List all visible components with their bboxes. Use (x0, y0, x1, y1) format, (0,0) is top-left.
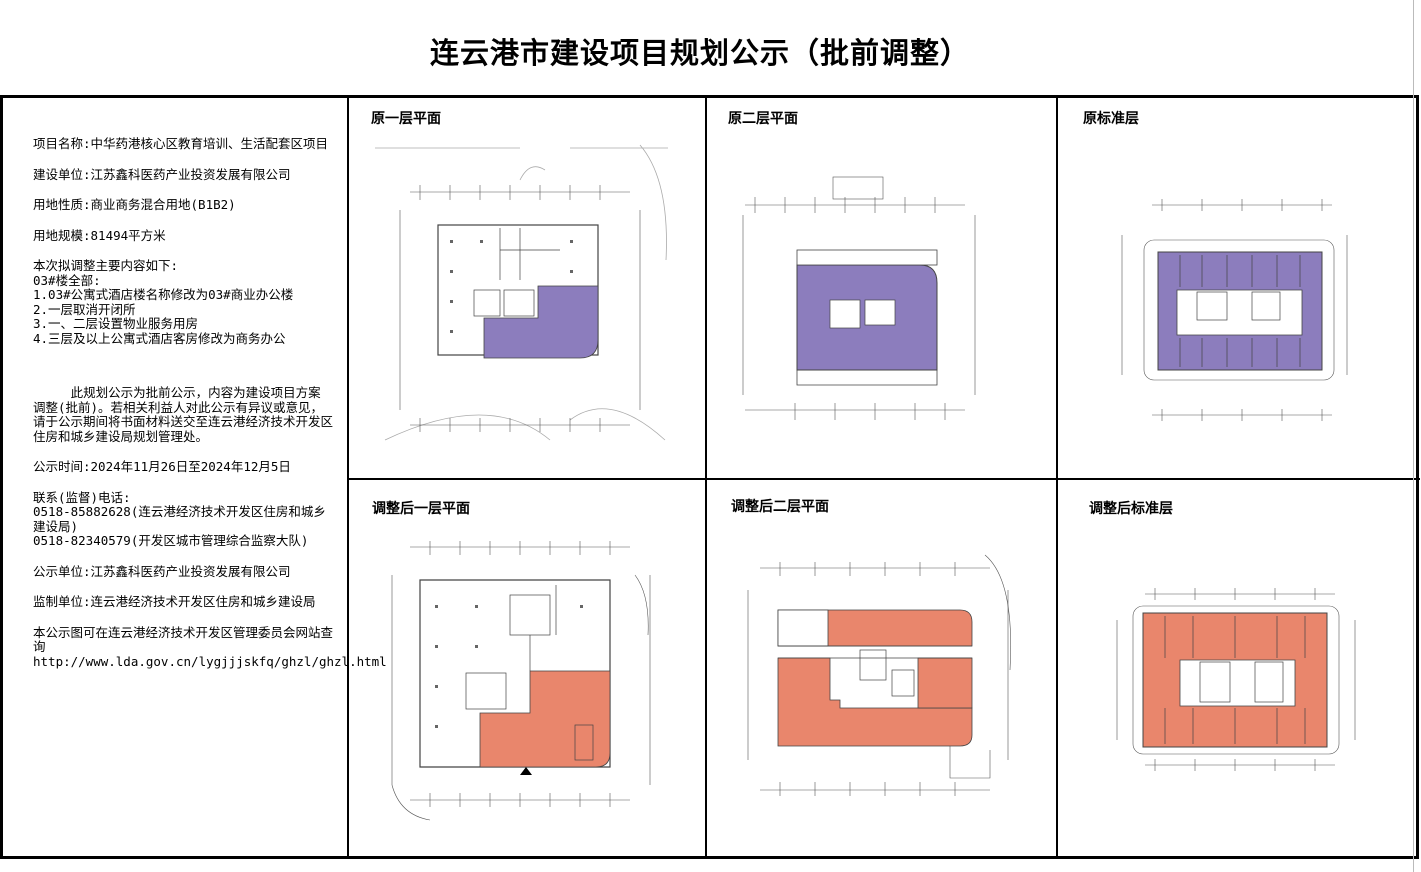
floor-plan-original-standard (1121, 199, 1348, 421)
page-title: 连云港市建设项目规划公示（批前调整） (429, 36, 970, 70)
land-use: 用地性质:商业商务混合用地(B1B2) (33, 197, 236, 212)
floor-plan-adjusted-floor2 (747, 554, 1011, 796)
project-name: 项目名称:中华药港核心区教育培训、生活配套区项目 (33, 136, 329, 151)
url: http://www.lda.gov.cn/lygjjjskfq/ghzl/gh… (33, 653, 387, 669)
builder: 建设单位:江苏鑫科医药产业投资发展有限公司 (33, 166, 291, 182)
panel-title-original-floor2: 原二层平面 (728, 111, 798, 127)
change-item: 3.一、二层设置物业服务用房 (33, 316, 199, 331)
website-note: 本公示图可在连云港经济技术开发区管理委员会网站查询 (33, 624, 334, 654)
divider (348, 478, 707, 480)
panel-title-original-standard: 原标准层 (1083, 111, 1139, 127)
phone: 0518-85882628(连云港经济技术开发区住房和城乡建设局) (33, 504, 326, 534)
change-item: 4.三层及以上公寓式酒店客房修改为商务办公 (33, 330, 286, 346)
changes-building: 03#楼全部: (33, 272, 101, 288)
panel-title-original-floor1: 原一层平面 (371, 111, 441, 127)
floor-plan-original-floor1 (375, 144, 668, 441)
floor-plan-adjusted-standard (1116, 588, 1356, 771)
notice-board-frame (0, 95, 1419, 859)
change-item: 2.一层取消开闭所 (33, 301, 136, 317)
contact-heading: 联系(监督)电话: (33, 489, 131, 505)
change-item: 1.03#公寓式酒店楼名称修改为03#商业办公楼 (33, 287, 294, 302)
floor-plan-original-floor2 (742, 176, 976, 420)
panel-title-adjusted-floor1: 调整后一层平面 (372, 501, 470, 517)
project-info: 项目名称:中华药港核心区教育培训、生活配套区项目 建设单位:江苏鑫科医药产业投资… (33, 136, 387, 685)
divider (706, 478, 1420, 480)
panel-title-adjusted-floor2: 调整后二层平面 (731, 499, 829, 515)
publisher: 公示单位:江苏鑫科医药产业投资发展有限公司 (33, 563, 291, 579)
panel-title-adjusted-standard: 调整后标准层 (1089, 501, 1173, 517)
floor-plan-adjusted-floor1 (391, 541, 651, 821)
phone: 0518-82340579(开发区城市管理综合监察大队) (33, 533, 309, 548)
notice-text: 此规划公示为批前公示，内容为建设项目方案调整(批前)。若相关利益人对此公示有异议… (33, 385, 334, 444)
land-area: 用地规模:81494平方米 (33, 227, 166, 243)
page-edge (1413, 0, 1414, 872)
changes-heading: 本次拟调整主要内容如下: (33, 258, 179, 273)
period: 公示时间:2024年11月26日至2024年12月5日 (33, 459, 291, 474)
supervisor: 监制单位:连云港经济技术开发区住房和城乡建设局 (33, 594, 316, 609)
